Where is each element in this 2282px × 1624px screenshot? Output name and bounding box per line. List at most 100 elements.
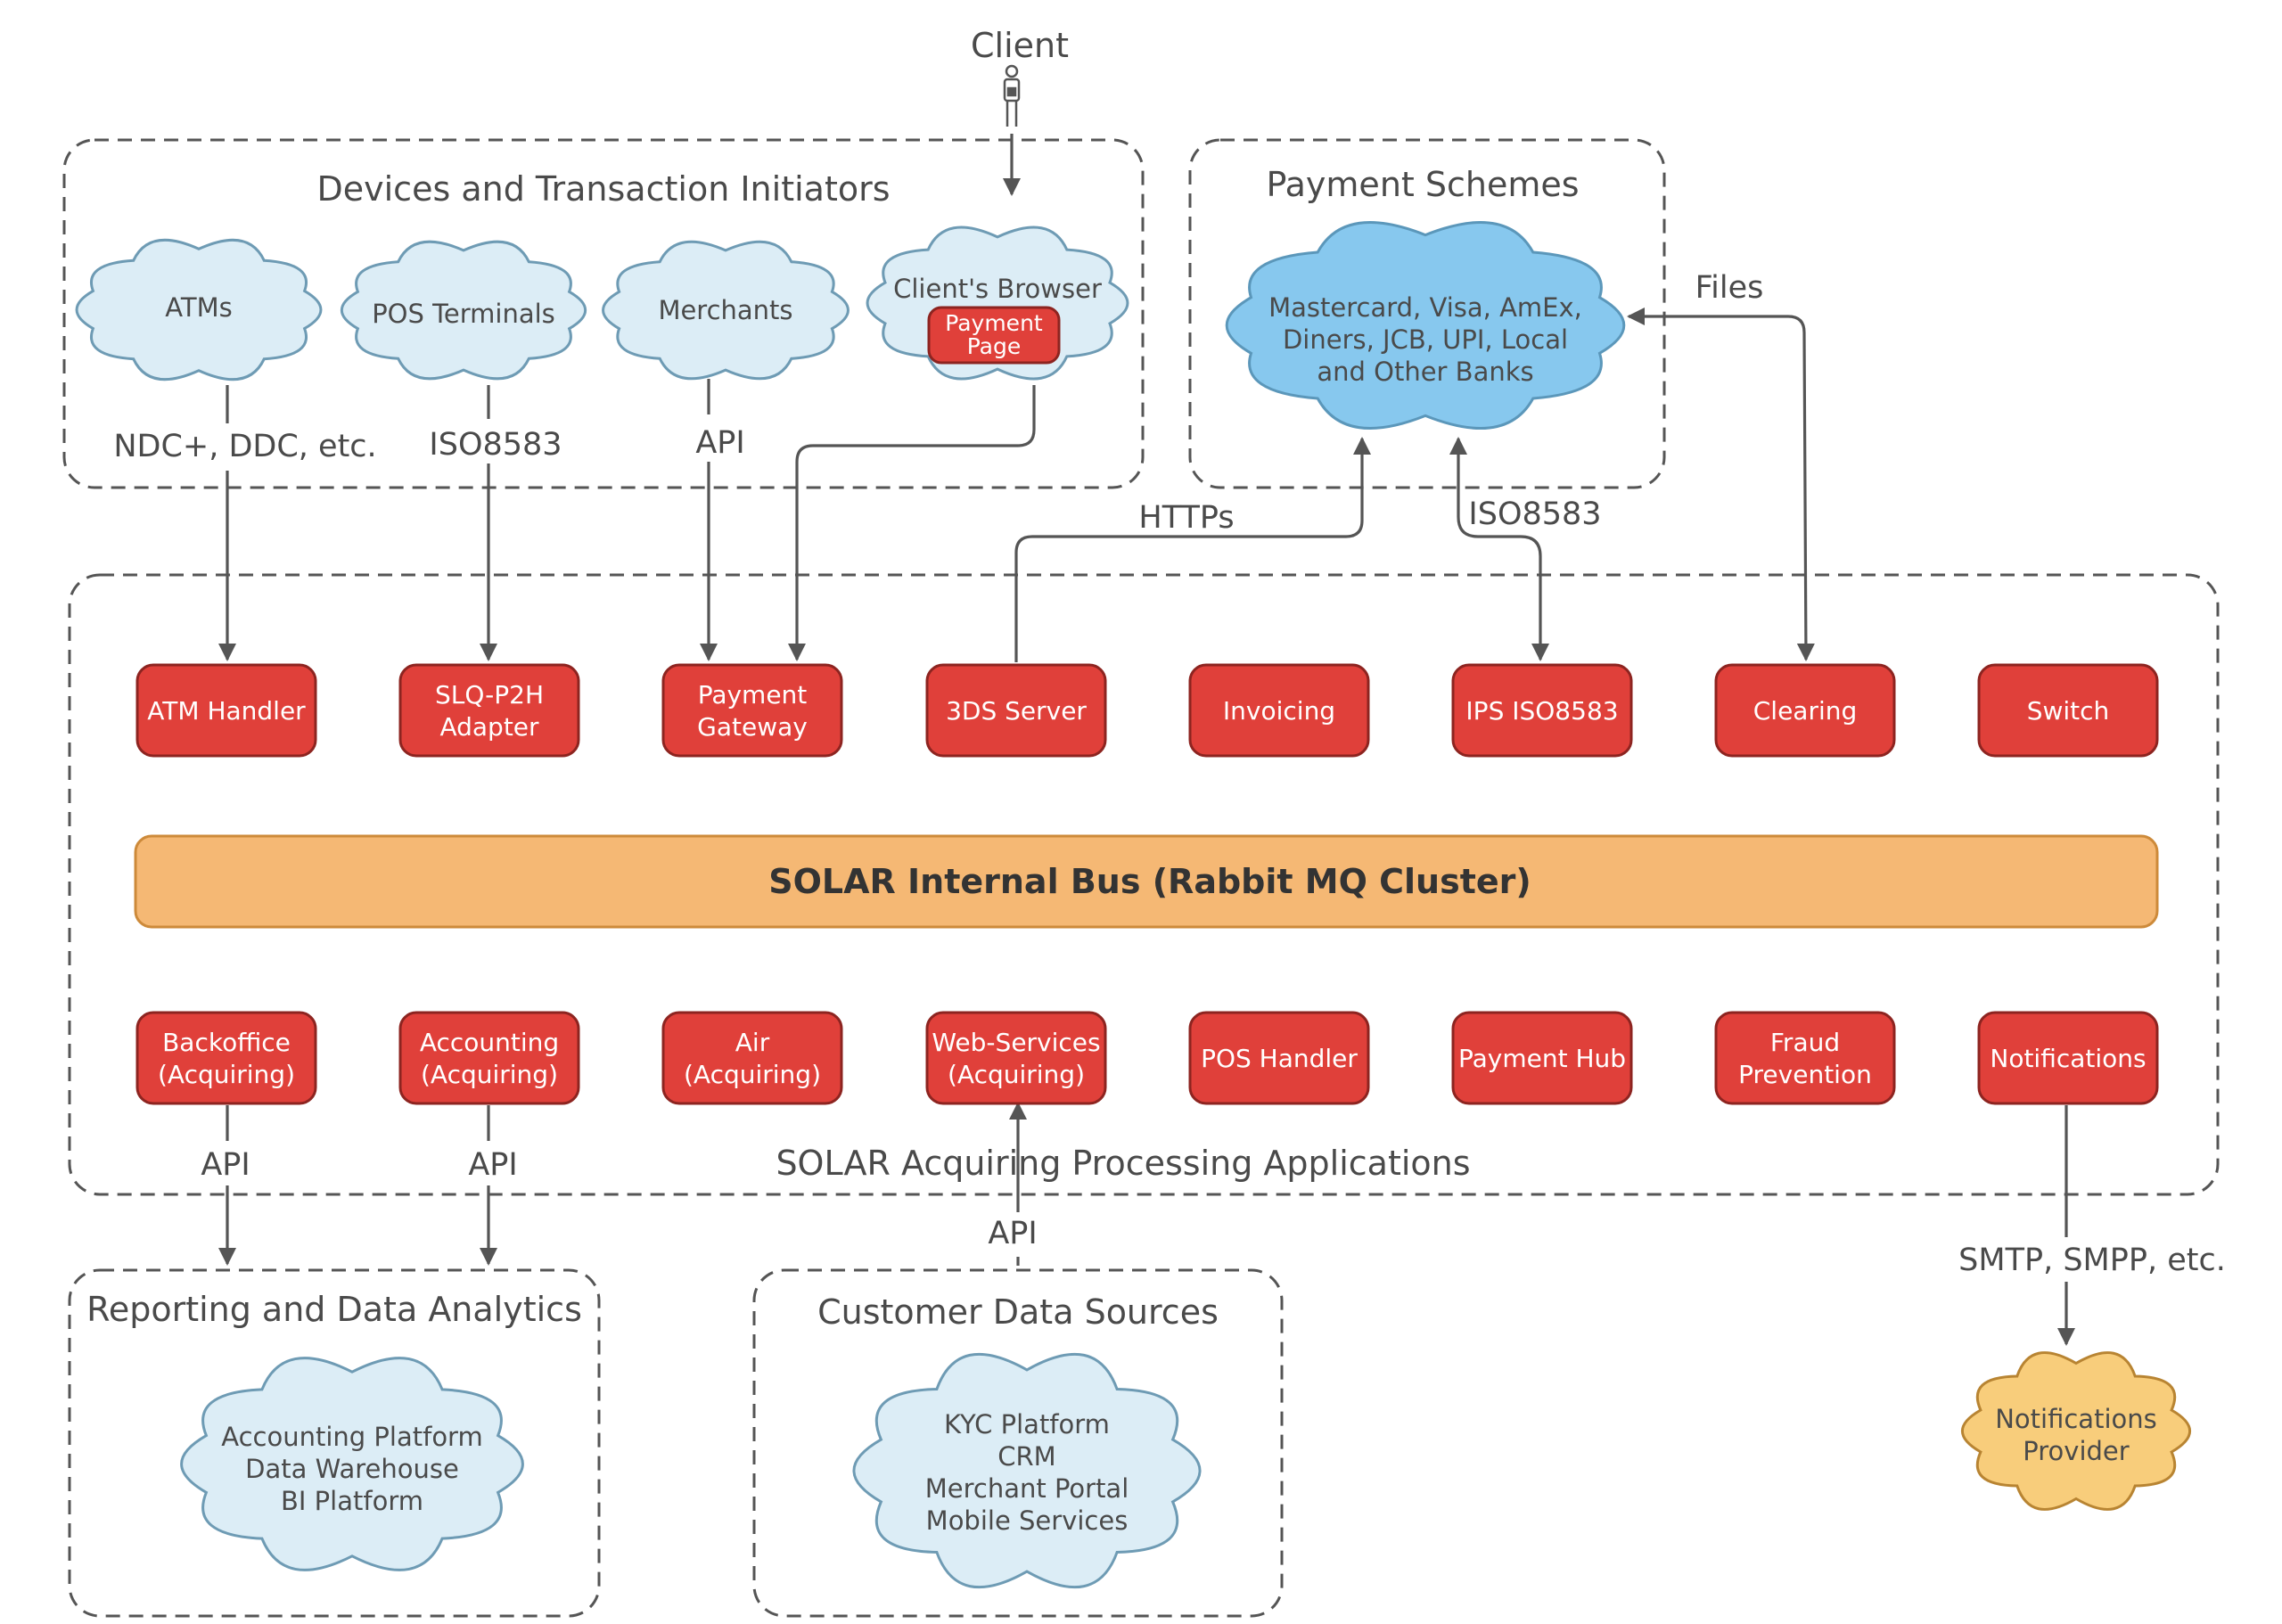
client-person-icon	[1003, 64, 1021, 127]
bottom-module-8: Notifications	[1977, 1011, 2159, 1105]
cloud-reporting-text-line-2: Data Warehouse	[245, 1454, 459, 1484]
top-module-box-7	[1714, 663, 1896, 758]
cloud-notifications-provider-text-line-2: Provider	[2023, 1436, 2129, 1466]
top-module-label-4-line-1: 3DS Server	[946, 696, 1087, 726]
connector-3ds-schemes	[1014, 437, 1371, 662]
bottom-module-box-2	[398, 1011, 580, 1105]
customer-data-group-frame	[752, 1268, 1284, 1618]
payment-page-label-line-1: Payment	[945, 310, 1043, 336]
cloud-merchants: Merchants	[602, 240, 850, 381]
bottom-module-box-1	[135, 1011, 317, 1105]
cloud-customer-data-shape	[852, 1352, 1202, 1589]
top-module-box-3	[661, 663, 843, 758]
top-module-box-6	[1451, 663, 1633, 758]
bottom-module-label-1-line-2: (Acquiring)	[158, 1060, 295, 1089]
bottom-module-label-1-line-1: Backoffice	[162, 1028, 291, 1057]
bottom-module-box-7	[1714, 1011, 1896, 1105]
cloud-customer-data-text-line-2: CRM	[997, 1441, 1055, 1472]
bottom-module-6: Payment Hub	[1451, 1011, 1633, 1105]
protocol-label-notify: SMTP, SMPP, etc.	[1958, 1243, 2226, 1278]
bottom-module-box-6	[1451, 1011, 1633, 1105]
connector-ips-schemes	[1449, 437, 1549, 661]
connector-browser-gateway	[788, 385, 1036, 661]
bottom-module-label-7-line-1: Fraud	[1770, 1028, 1840, 1057]
cloud-payment-schemes-text-line-2: Diners, JCB, UPI, Local	[1283, 324, 1568, 355]
protocol-label-atm: NDC+, DDC, etc.	[113, 429, 376, 464]
bottom-module-label-4-line-2: (Acquiring)	[948, 1060, 1085, 1089]
top-module-box-2	[398, 663, 580, 758]
cloud-atms-text-line-1: ATMs	[165, 292, 232, 323]
cloud-merchants-shape	[602, 240, 850, 381]
top-module-8: Switch	[1977, 663, 2159, 758]
top-module-6: IPS ISO8583	[1451, 663, 1633, 758]
bottom-module-label-2-line-1: Accounting	[420, 1028, 559, 1057]
bottom-module-label-6-line-1: Payment Hub	[1458, 1044, 1626, 1073]
top-module-label-8-line-1: Switch	[2027, 696, 2110, 726]
internal-bus-bar	[134, 834, 2159, 929]
protocol-label-iso: ISO8583	[1468, 496, 1601, 532]
bottom-module-label-3-line-1: Air	[735, 1028, 770, 1057]
protocol-label-https: HTTPs	[1138, 500, 1234, 536]
top-module-1: ATM Handler	[135, 663, 317, 758]
protocol-label-files: Files	[1695, 270, 1764, 306]
cloud-atms: ATMs	[75, 238, 323, 381]
connector-clearing-schemes	[1627, 308, 1815, 661]
protocol-label-backoffice: API	[201, 1147, 250, 1183]
internal-bus-label: SOLAR Internal Bus (Rabbit MQ Cluster)	[768, 862, 1531, 901]
cloud-payment-schemes-shape	[1225, 220, 1626, 431]
protocol-label-webservices: API	[988, 1216, 1037, 1251]
bottom-module-label-8-line-1: Notifications	[1990, 1044, 2146, 1073]
reporting-group-frame	[68, 1268, 601, 1618]
cloud-customer-data-text-line-3: Merchant Portal	[925, 1473, 1129, 1504]
top-module-label-6-line-1: IPS ISO8583	[1465, 696, 1618, 726]
top-module-label-5-line-1: Invoicing	[1223, 696, 1335, 726]
protocol-label-accounting: API	[468, 1147, 517, 1183]
top-module-label-3-line-2: Gateway	[697, 712, 808, 742]
bottom-module-3: Air (Acquiring)	[661, 1011, 843, 1105]
cloud-payment-schemes-text-line-1: Mastercard, Visa, AmEx,	[1268, 292, 1582, 323]
reporting-group-title: Reporting and Data Analytics	[86, 1290, 582, 1329]
bottom-module-label-4-line-1: Web-Services	[932, 1028, 1100, 1057]
top-module-label-2-line-2: Adapter	[439, 712, 539, 742]
connectors	[218, 134, 2075, 1346]
top-module-4: 3DS Server	[925, 663, 1107, 758]
top-module-box-4	[925, 663, 1107, 758]
client-label: Client	[971, 26, 1069, 65]
top-module-7: Clearing	[1714, 663, 1896, 758]
devices-group-frame	[62, 138, 1145, 489]
protocol-label-pos: ISO8583	[429, 427, 562, 463]
top-module-box-1	[135, 663, 317, 758]
cloud-reporting-shape	[180, 1357, 524, 1571]
bottom-module-label-3-line-2: (Acquiring)	[684, 1060, 821, 1089]
bottom-module-label-2-line-2: (Acquiring)	[421, 1060, 558, 1089]
bottom-module-1: Backoffice (Acquiring)	[135, 1011, 317, 1105]
cloud-customer-data-text-line-1: KYC Platform	[944, 1409, 1110, 1439]
top-module-label-1-line-1: ATM Handler	[147, 696, 306, 726]
bottom-module-label-5-line-1: POS Handler	[1201, 1044, 1358, 1073]
cloud-pos-terminals-shape	[341, 240, 587, 381]
cloud-reporting-text-line-3: BI Platform	[281, 1486, 423, 1516]
top-module-label-2-line-1: SLQ-P2H	[435, 680, 544, 709]
cloud-pos-terminals-text-line-1: POS Terminals	[372, 299, 555, 329]
bottom-module-4: Web-Services (Acquiring)	[925, 1011, 1107, 1105]
bottom-module-2: Accounting (Acquiring)	[398, 1011, 580, 1105]
cloud-notifications-provider-shape	[1961, 1351, 2191, 1511]
top-module-label-3-line-1: Payment	[698, 680, 808, 709]
cloud-atms-shape	[75, 238, 323, 381]
bottom-module-box-8	[1977, 1011, 2159, 1105]
top-module-5: Invoicing	[1188, 663, 1370, 758]
bottom-module-label-7-line-2: Prevention	[1738, 1060, 1872, 1089]
bottom-module-box-3	[661, 1011, 843, 1105]
cloud-merchants-text-line-1: Merchants	[658, 295, 792, 325]
top-module-label-7-line-1: Clearing	[1753, 696, 1858, 726]
payment-page-box	[927, 306, 1061, 365]
solar-group-frame	[68, 573, 2220, 1196]
